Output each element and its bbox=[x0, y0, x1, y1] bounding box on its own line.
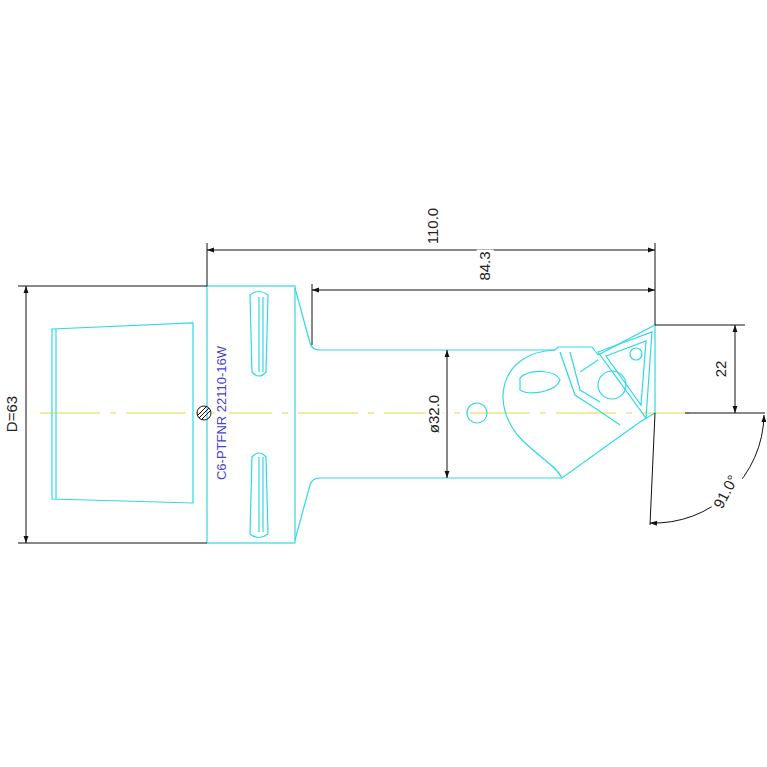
part-number: C6-PTFNR 22110-16W bbox=[215, 344, 229, 482]
flange bbox=[207, 286, 295, 543]
slot bbox=[250, 453, 268, 538]
dimension-lines bbox=[18, 243, 765, 543]
shank-edge bbox=[55, 329, 56, 499]
dimension-value: 84.3 bbox=[477, 249, 494, 282]
angle-value: 91.0° bbox=[710, 471, 743, 513]
dimension-value: D=63 bbox=[4, 394, 21, 434]
dimension-value: 22 bbox=[713, 359, 730, 380]
bar-top bbox=[295, 288, 555, 350]
chip-pocket bbox=[503, 350, 562, 478]
dimension-value: ø32.0 bbox=[426, 393, 443, 435]
bar-bottom bbox=[295, 422, 640, 540]
slot bbox=[250, 292, 268, 377]
tool-outline bbox=[52, 286, 655, 543]
center-line bbox=[40, 413, 690, 414]
datum-symbol bbox=[197, 406, 211, 420]
head bbox=[598, 325, 655, 422]
shank bbox=[52, 323, 193, 503]
insert bbox=[598, 332, 652, 418]
dimension-value: 110.0 bbox=[425, 206, 442, 246]
